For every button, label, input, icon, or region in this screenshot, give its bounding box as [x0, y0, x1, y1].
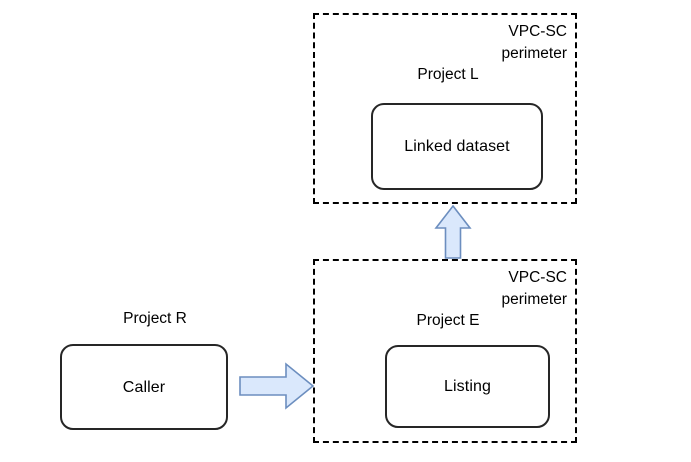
- perimeter-project-l: [313, 13, 577, 204]
- perimeter-project-e: [313, 259, 577, 443]
- label-project-r: Project R: [123, 310, 187, 327]
- perimeter-label-project-l-vpcsc-line1: VPC-SC: [508, 23, 567, 40]
- perimeter-label-project-l: Project L: [417, 66, 479, 83]
- node-caller[interactable]: Caller: [60, 344, 228, 430]
- perimeter-label-project-e: Project E: [416, 312, 480, 329]
- arrow-listing-to-linked-dataset: [434, 204, 472, 260]
- perimeter-label-project-e-vpcsc-line1: VPC-SC: [508, 269, 567, 286]
- perimeter-label-project-l-vpcsc-line2: perimeter: [501, 45, 567, 62]
- arrow-caller-to-listing: [238, 362, 315, 410]
- node-caller-label: Caller: [122, 378, 166, 396]
- arrow-up-shape: [434, 204, 472, 259]
- node-linked-dataset-label: Linked dataset: [404, 138, 510, 155]
- node-listing-label: Listing: [444, 378, 491, 395]
- arrow-right-shape: [239, 362, 315, 410]
- node-linked-dataset[interactable]: Linked dataset: [371, 103, 543, 190]
- perimeter-label-project-e-vpcsc-line2: perimeter: [501, 291, 567, 308]
- node-listing[interactable]: Listing: [385, 345, 550, 428]
